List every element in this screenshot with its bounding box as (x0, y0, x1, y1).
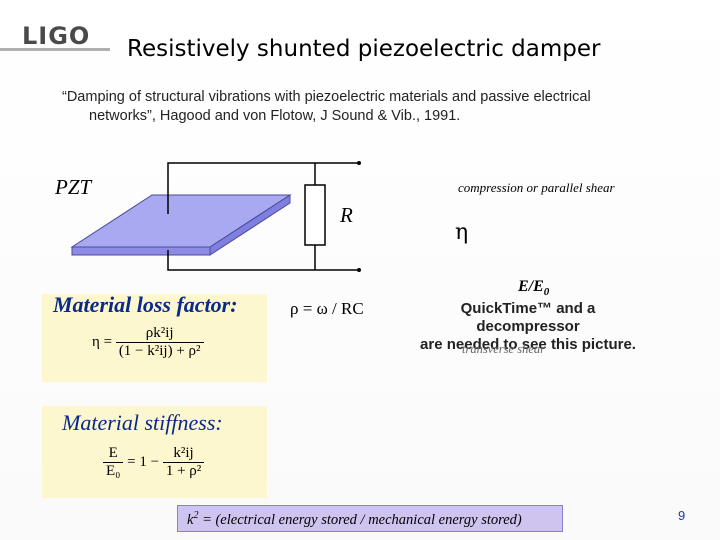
loss-fraction: ρk²ij (1 − k²ij) + ρ² (115, 325, 204, 360)
loss-numerator: ρk²ij (115, 325, 204, 343)
stiffness-rhs-num: k²ij (162, 445, 205, 463)
k2-text: = (electrical energy stored / mechanical… (198, 511, 522, 528)
pzt-label: PZT (55, 175, 92, 199)
k2-symbol: k (187, 511, 194, 528)
citation-line-1: “Damping of structural vibrations with p… (62, 89, 591, 105)
loss-lhs: η = (92, 333, 113, 350)
eta-symbol: η (455, 220, 469, 245)
citation: “Damping of structural vibrations with p… (62, 88, 682, 126)
terminal-bottom (357, 268, 361, 272)
loss-factor-box (42, 294, 267, 382)
stiffness-label: Material stiffness: (62, 410, 223, 435)
transverse-label: transverse shear (462, 342, 545, 356)
k2-definition-box (177, 505, 563, 532)
loss-factor-label: Material loss factor: (53, 292, 238, 317)
pzt-plate-front (71, 246, 211, 256)
stiffness-lhs-fraction: E E₀ (103, 445, 124, 480)
resistor-label: R (340, 203, 353, 227)
stiffness-rhs-fraction: k²ij 1 + ρ² (162, 445, 205, 480)
compression-label: compression or parallel shear (458, 180, 615, 195)
resistor (304, 184, 326, 246)
stiffness-lhs-den: E₀ (106, 463, 121, 479)
stiffness-box (42, 406, 267, 498)
e-ratio-sub: 0 (543, 286, 550, 299)
ligo-logo: LIGO (22, 22, 91, 50)
stiffness-formula: E E₀ = 1 − k²ij 1 + ρ² (103, 445, 205, 480)
e-ratio-main: E/E (518, 278, 544, 295)
stiffness-middle: = 1 − (127, 453, 160, 470)
stiffness-lhs-num: E (103, 445, 124, 463)
rho-formula: ρ = ω / RC (290, 299, 364, 318)
slide-title: Resistively shunted piezoelectric damper (127, 36, 601, 62)
citation-line-2: networks”, Hagood and von Flotow, J Soun… (89, 108, 461, 124)
page-number: 9 (678, 508, 686, 523)
quicktime-text: QuickTime™ and a decompressor are needed… (420, 300, 636, 353)
terminal-top (357, 161, 361, 165)
e-ratio-label: E/E0 (518, 278, 549, 298)
k2-superscript: 2 (193, 510, 199, 521)
stiffness-rhs-den: 1 + ρ² (165, 463, 202, 479)
quicktime-placeholder: QuickTime™ and a decompressor are needed… (408, 300, 648, 360)
loss-factor-formula: η = ρk²ij (1 − k²ij) + ρ² (92, 325, 204, 360)
loss-denominator: (1 − k²ij) + ρ² (118, 343, 201, 359)
bottom-wire (167, 250, 358, 271)
k2-definition: k2 = (electrical energy stored / mechani… (187, 510, 522, 529)
top-wire (167, 162, 358, 214)
header-rule (0, 48, 110, 51)
